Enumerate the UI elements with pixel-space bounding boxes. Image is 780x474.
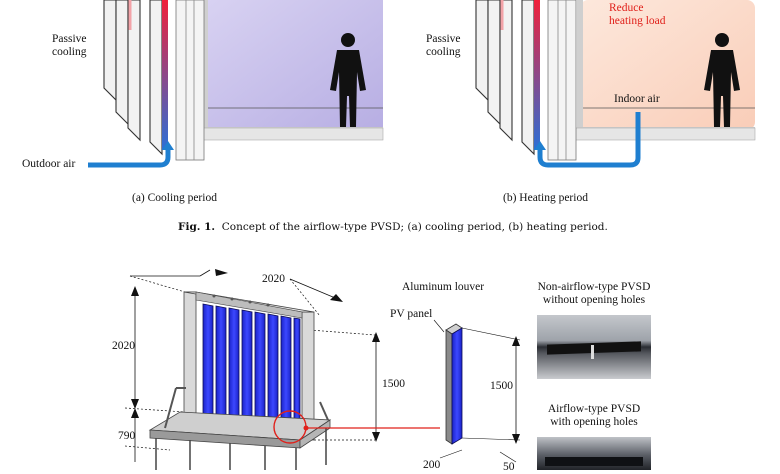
dim-width-2020: 2020 <box>262 273 285 285</box>
caption-b: (b) Heating period <box>503 192 588 204</box>
panel-b-diagram <box>475 0 756 168</box>
person-icon <box>330 33 366 127</box>
fig1-label: Fig. 1. <box>178 221 216 233</box>
indoor-air-arrow <box>537 112 641 168</box>
fig1-text: Concept of the airflow-type PVSD; (a) co… <box>221 221 608 233</box>
dim-height-2020: 2020 <box>112 340 135 352</box>
detail-depth-50: 50 <box>503 461 515 473</box>
aluminum-louver-label: Aluminum louver <box>402 281 485 293</box>
fig1-caption: Fig. 1. Concept of the airflow-type PVSD… <box>178 221 608 233</box>
photo-non-airflow-pvsd <box>537 315 651 379</box>
panel-a-diagram <box>88 0 384 168</box>
pvsd-frame-drawing <box>124 269 440 470</box>
warm-room <box>580 0 755 130</box>
dim-base-790: 790 <box>118 430 136 442</box>
pv-blades <box>202 303 301 437</box>
detail-width-200: 200 <box>423 459 441 471</box>
outdoor-air-arrow <box>88 146 171 168</box>
air-channel-b <box>534 0 540 150</box>
person-icon <box>704 33 740 127</box>
dim-panel-1500: 1500 <box>382 378 405 390</box>
detail-dim-1500: 1500 <box>490 380 513 392</box>
photo-airflow-pvsd <box>537 437 651 470</box>
indoor-air-label: Indoor air <box>614 93 660 105</box>
pv-panel-label: PV panel <box>390 308 433 320</box>
air-channel-a <box>162 0 168 150</box>
pv-blade-detail <box>433 319 521 463</box>
caption-a: (a) Cooling period <box>132 192 217 204</box>
outdoor-air-label: Outdoor air <box>22 158 76 170</box>
